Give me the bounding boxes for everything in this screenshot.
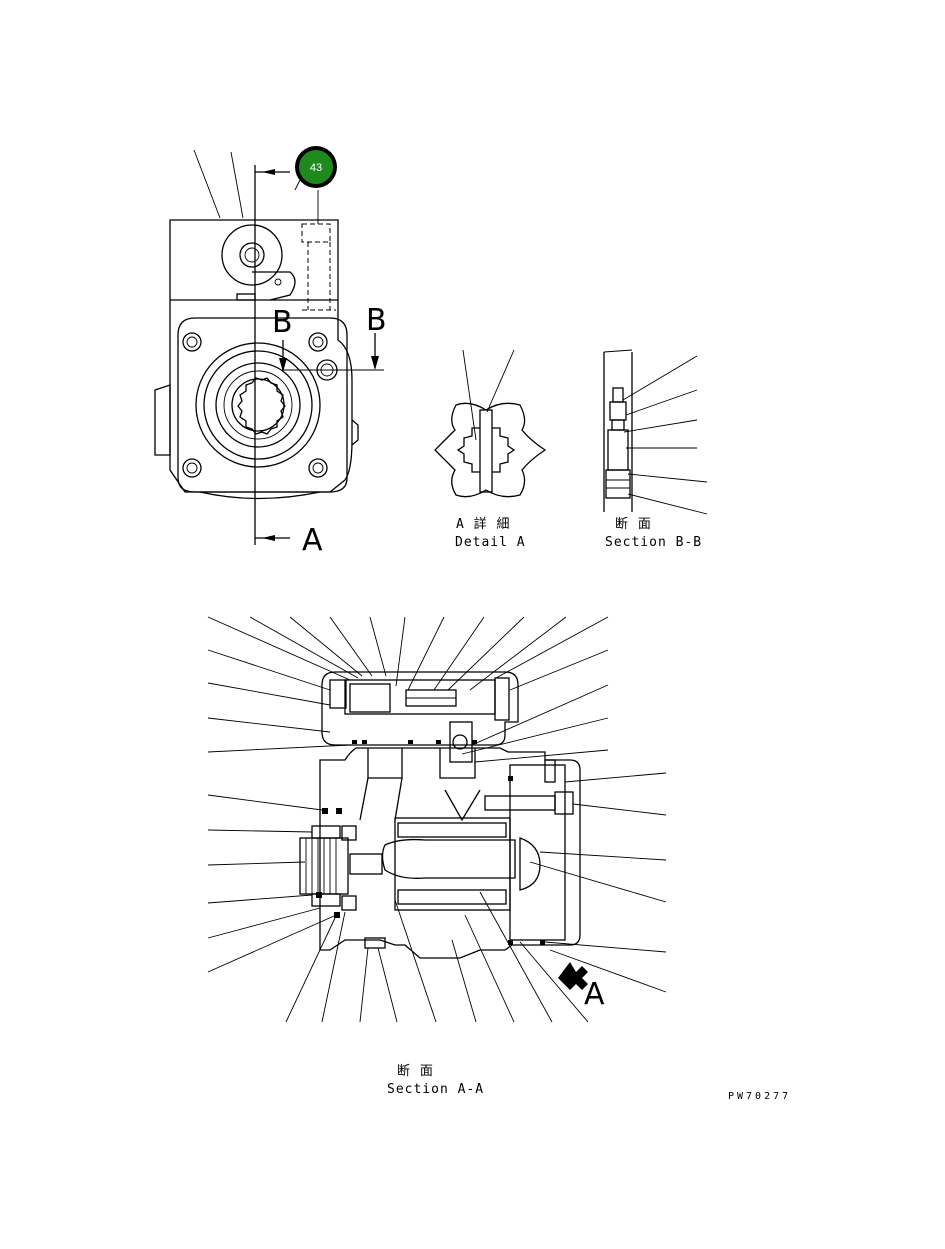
front-view	[154, 149, 384, 545]
drawing-code: PW70277	[728, 1091, 791, 1102]
section-mark-a-front: A	[302, 523, 323, 558]
callout-badge-43[interactable]: 43	[295, 146, 337, 188]
section-bb-view	[603, 349, 708, 515]
section-bb-label-en: Section B-B	[605, 535, 702, 550]
section-mark-a-arrow: A	[584, 977, 605, 1012]
detail-a-label-jp: A 詳 細	[456, 516, 510, 532]
section-bb-label-jp: 断 面	[615, 517, 652, 532]
section-aa-label-jp: 断 面	[397, 1064, 434, 1079]
section-mark-b-right: B	[366, 303, 387, 338]
section-mark-b-left: B	[272, 305, 293, 340]
detail-a-view	[434, 349, 547, 498]
callout-number: 43	[310, 162, 322, 174]
detail-a-label-en: Detail A	[455, 535, 526, 550]
section-aa-view	[207, 616, 667, 1023]
section-aa-label-en: Section A-A	[387, 1082, 484, 1097]
